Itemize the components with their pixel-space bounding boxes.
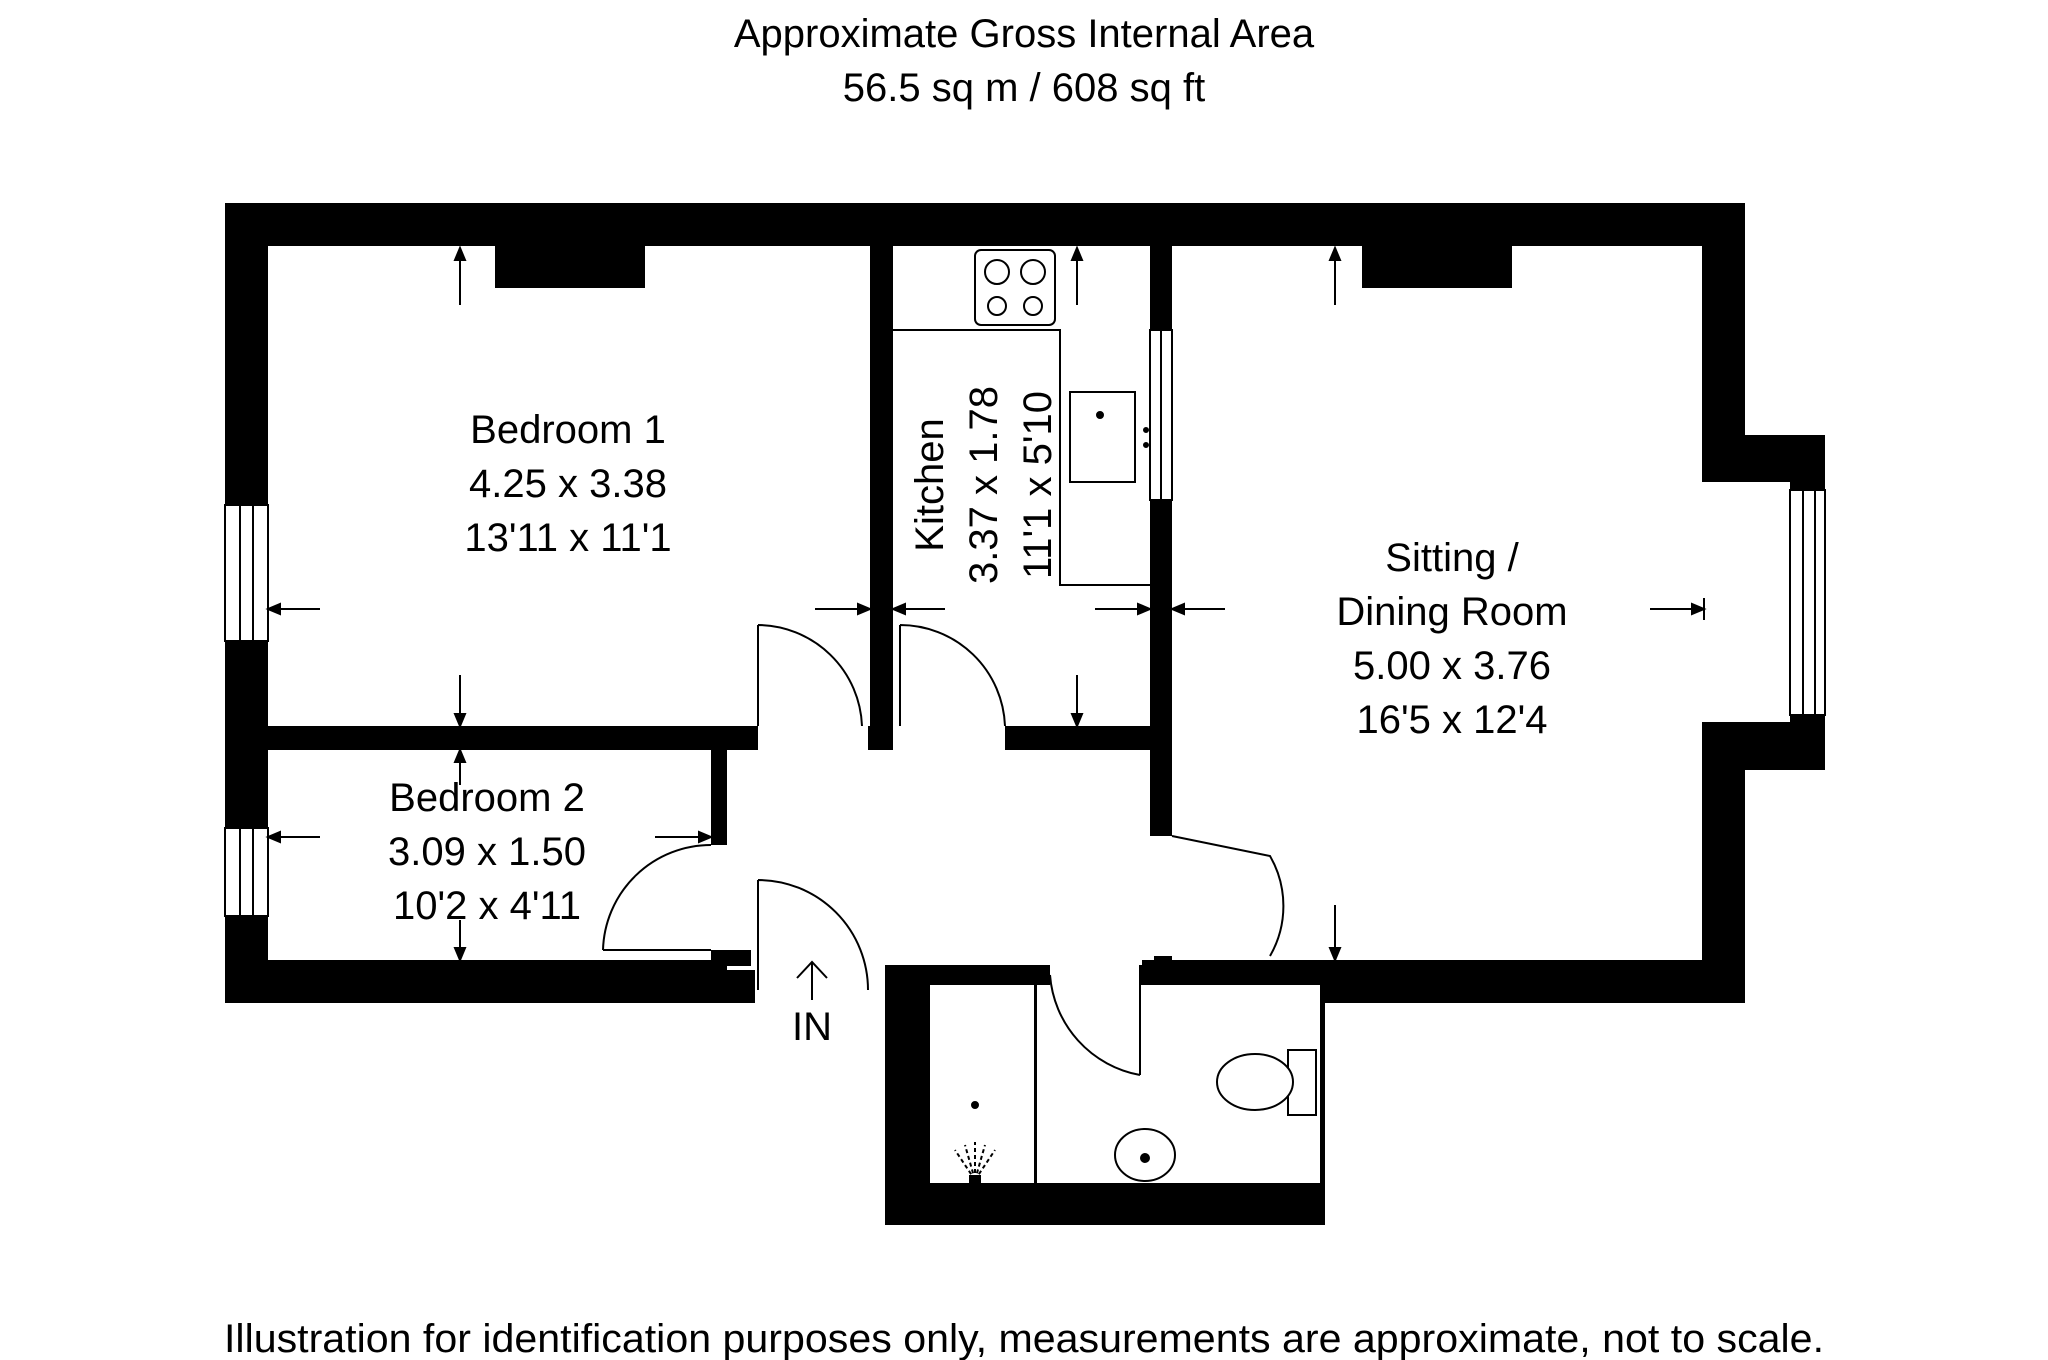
- room-label-bedroom-1: Bedroom 1 4.25 x 3.38 13'11 x 11'1: [464, 408, 671, 560]
- svg-text:Bedroom 1: Bedroom 1: [470, 408, 666, 452]
- toilet-icon: [1216, 1049, 1317, 1116]
- area-title: Approximate Gross Internal Area: [734, 12, 1315, 56]
- door-swings: [602, 624, 1285, 1076]
- hob-icon: [974, 249, 1056, 326]
- svg-text:4.25 x 3.38: 4.25 x 3.38: [469, 462, 667, 506]
- room-interiors: [268, 246, 1790, 1183]
- shower-icon: [954, 1101, 996, 1184]
- entrance-label: IN: [792, 1005, 832, 1049]
- svg-text:11'1 x 5'10: 11'1 x 5'10: [1016, 391, 1060, 579]
- area-value: 56.5 sq m / 608 sq ft: [843, 66, 1205, 110]
- basin-icon: [1114, 1128, 1176, 1182]
- svg-text:10'2 x 4'11: 10'2 x 4'11: [393, 884, 581, 928]
- chimney-breasts: [495, 246, 1512, 288]
- room-label-sitting-dining: Sitting / Dining Room 5.00 x 3.76 16'5 x…: [1336, 536, 1567, 742]
- partition-walls: [268, 246, 1320, 1183]
- room-label-kitchen: Kitchen 3.37 x 1.78 11'1 x 5'10: [908, 386, 1060, 584]
- sink-icon: [1069, 391, 1149, 483]
- door-openings: [711, 726, 1172, 1005]
- svg-text:Sitting /: Sitting /: [1385, 536, 1519, 580]
- disclaimer-text: Illustration for identification purposes…: [224, 1317, 1824, 1360]
- svg-text:Kitchen: Kitchen: [908, 418, 952, 551]
- svg-text:3.09 x 1.50: 3.09 x 1.50: [388, 830, 586, 874]
- svg-text:3.37 x 1.78: 3.37 x 1.78: [962, 386, 1006, 584]
- dimension-arrows: [265, 245, 1707, 963]
- svg-text:13'11 x 11'1: 13'11 x 11'1: [464, 516, 671, 560]
- kitchen-worktop: [893, 329, 1150, 586]
- svg-text:5.00 x 3.76: 5.00 x 3.76: [1353, 644, 1551, 688]
- svg-text:Bedroom 2: Bedroom 2: [389, 776, 585, 820]
- room-label-bedroom-2: Bedroom 2 3.09 x 1.50 10'2 x 4'11: [388, 776, 586, 928]
- svg-text:Dining Room: Dining Room: [1336, 590, 1567, 634]
- svg-text:16'5 x 12'4: 16'5 x 12'4: [1357, 698, 1548, 742]
- entrance-arrow-icon: [796, 960, 828, 1000]
- windows: [224, 329, 1826, 917]
